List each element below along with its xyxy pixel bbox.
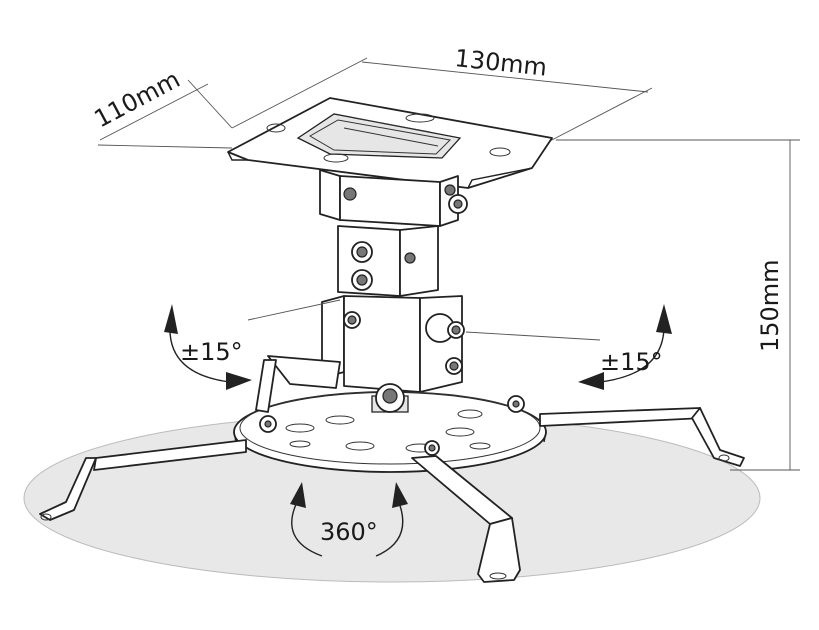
depth-dimension-lines [97,79,233,149]
spider-arms [39,355,745,583]
tilt-right-arrow [578,304,672,390]
height-dimension-lines [556,139,800,471]
lower-tilt-bracket [321,295,465,393]
right-leader-line [465,331,601,341]
width-label: 130mm [453,44,548,82]
middle-joint [337,225,439,297]
tilt-right-label: ±15° [600,348,663,376]
left-leader-line [247,299,341,321]
tilt-left-arrow [164,304,252,390]
width-dimension-lines [231,57,653,143]
ceiling-plate [227,97,553,189]
rotation-arrow [290,482,408,557]
base-plate [233,383,547,473]
height-label: 150mm [756,259,784,352]
rotation-label: 360° [320,518,378,546]
upper-bracket [319,169,468,227]
depth-label: 110mm [90,65,185,133]
tilt-left-label: ±15° [180,338,243,366]
